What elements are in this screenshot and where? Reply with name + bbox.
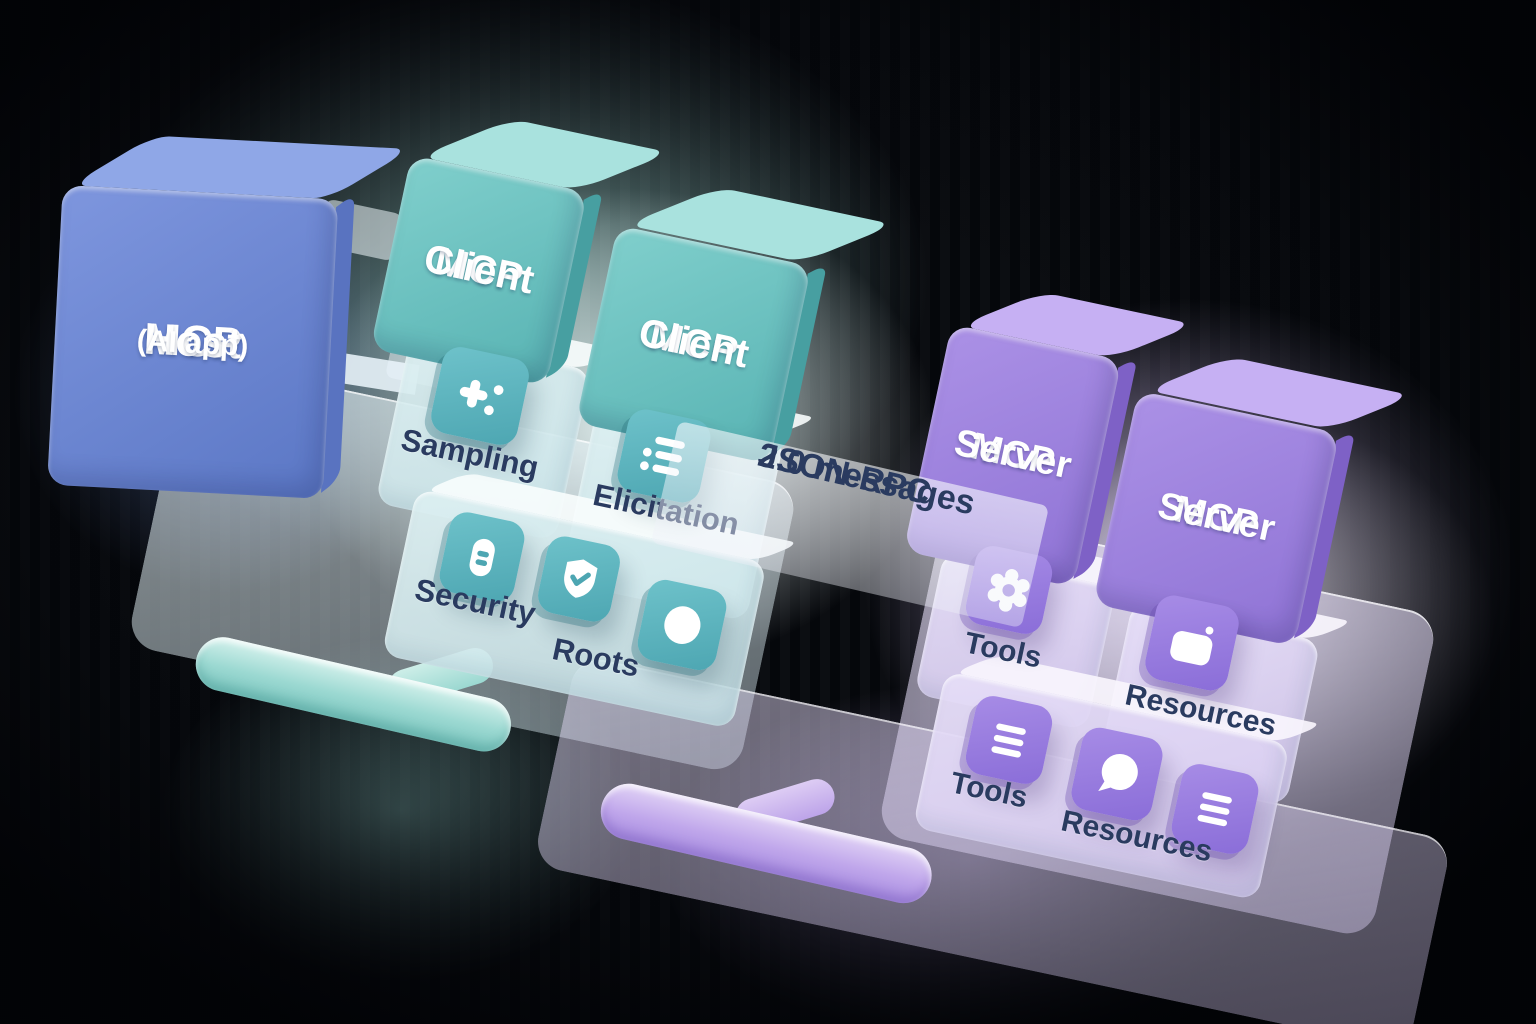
shield-check-icon	[534, 533, 624, 625]
chat-bubble-icon	[1068, 724, 1166, 824]
client2-title-line2: Client	[634, 310, 753, 377]
server1-title-line2: Server	[950, 422, 1075, 488]
plus-sparkle-icon	[427, 343, 533, 449]
token-icon	[436, 508, 528, 606]
client1-title-line2: Client	[420, 236, 538, 303]
host-box-front-face: MCP Host (AI app)	[47, 184, 339, 499]
circle-icon	[634, 576, 730, 674]
mcp-host-box: MCP Host (AI app)	[47, 131, 412, 505]
folder-icon	[1141, 592, 1243, 694]
list-lines-icon	[962, 692, 1056, 788]
server2-title-line2: Server	[1154, 485, 1279, 551]
host-subtitle: (AI app)	[136, 324, 250, 363]
list-lines-icon	[1168, 760, 1262, 858]
